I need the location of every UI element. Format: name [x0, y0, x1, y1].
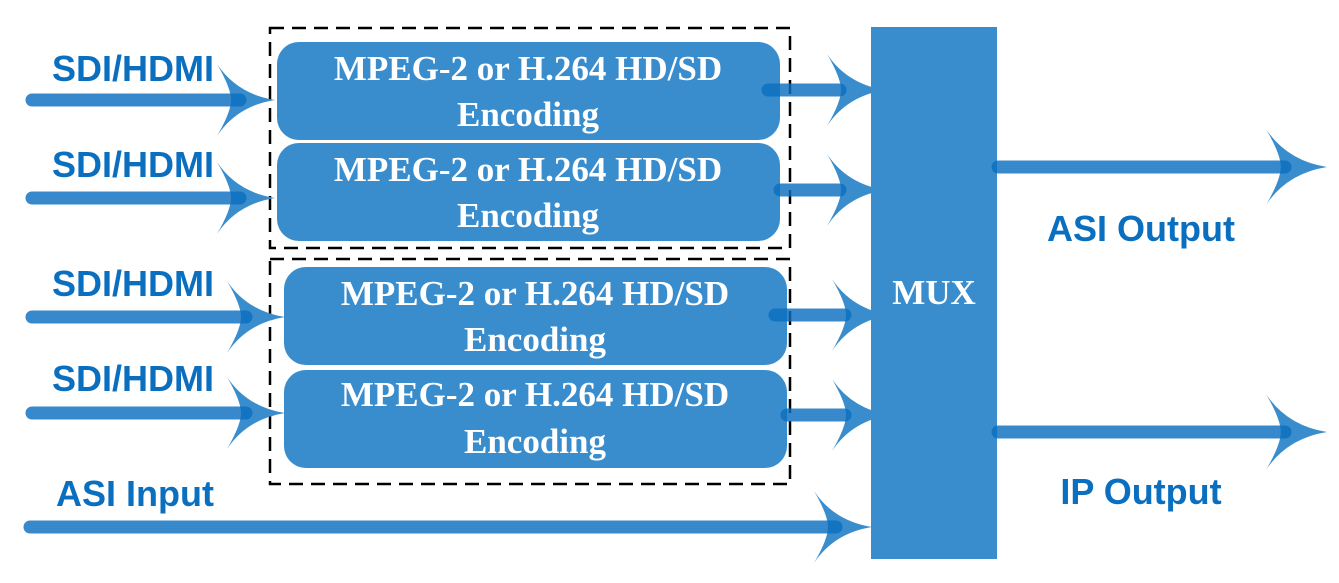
mux-label: MUX [892, 273, 976, 312]
input-arrow [25, 162, 275, 234]
encoder-subtitle: Encoding [464, 422, 606, 461]
encoder-output-arrow [773, 154, 885, 226]
encoder-subtitle: Encoding [464, 320, 606, 359]
encoder-box: MPEG-2 or H.264 HD/SD Encoding [277, 143, 780, 241]
asi-input-label: ASI Input [56, 473, 214, 514]
encoder-box: MPEG-2 or H.264 HD/SD Encoding [284, 267, 787, 365]
encoder-output-arrow [761, 54, 885, 126]
asi-output-arrow [991, 129, 1327, 205]
encoder-output-arrow [768, 279, 890, 351]
mux-block: MUX [871, 27, 997, 559]
encoder-box: MPEG-2 or H.264 HD/SD Encoding [284, 370, 787, 468]
encoder-subtitle: Encoding [457, 196, 599, 235]
encoder-group-1 [268, 26, 792, 250]
input-label: SDI/HDMI [52, 144, 214, 185]
encoder-group-2 [268, 257, 792, 486]
input-arrow [25, 281, 285, 353]
input-label: SDI/HDMI [52, 48, 214, 89]
asi-output-label: ASI Output [1047, 208, 1235, 249]
input-arrow [25, 377, 285, 449]
encoder-subtitle: Encoding [457, 95, 599, 134]
ip-output-label: IP Output [1060, 471, 1221, 512]
encoder-title: MPEG-2 or H.264 HD/SD [334, 49, 722, 88]
input-label: SDI/HDMI [52, 358, 214, 399]
input-arrow [25, 64, 275, 136]
encoder-output-arrow [780, 379, 890, 451]
encoder-title: MPEG-2 or H.264 HD/SD [341, 274, 729, 313]
encoder-title: MPEG-2 or H.264 HD/SD [334, 150, 722, 189]
encoder-box: MPEG-2 or H.264 HD/SD Encoding [277, 42, 780, 140]
asi-input-arrow [23, 491, 872, 563]
ip-output-arrow [991, 394, 1327, 470]
input-label: SDI/HDMI [52, 263, 214, 304]
encoder-title: MPEG-2 or H.264 HD/SD [341, 375, 729, 414]
